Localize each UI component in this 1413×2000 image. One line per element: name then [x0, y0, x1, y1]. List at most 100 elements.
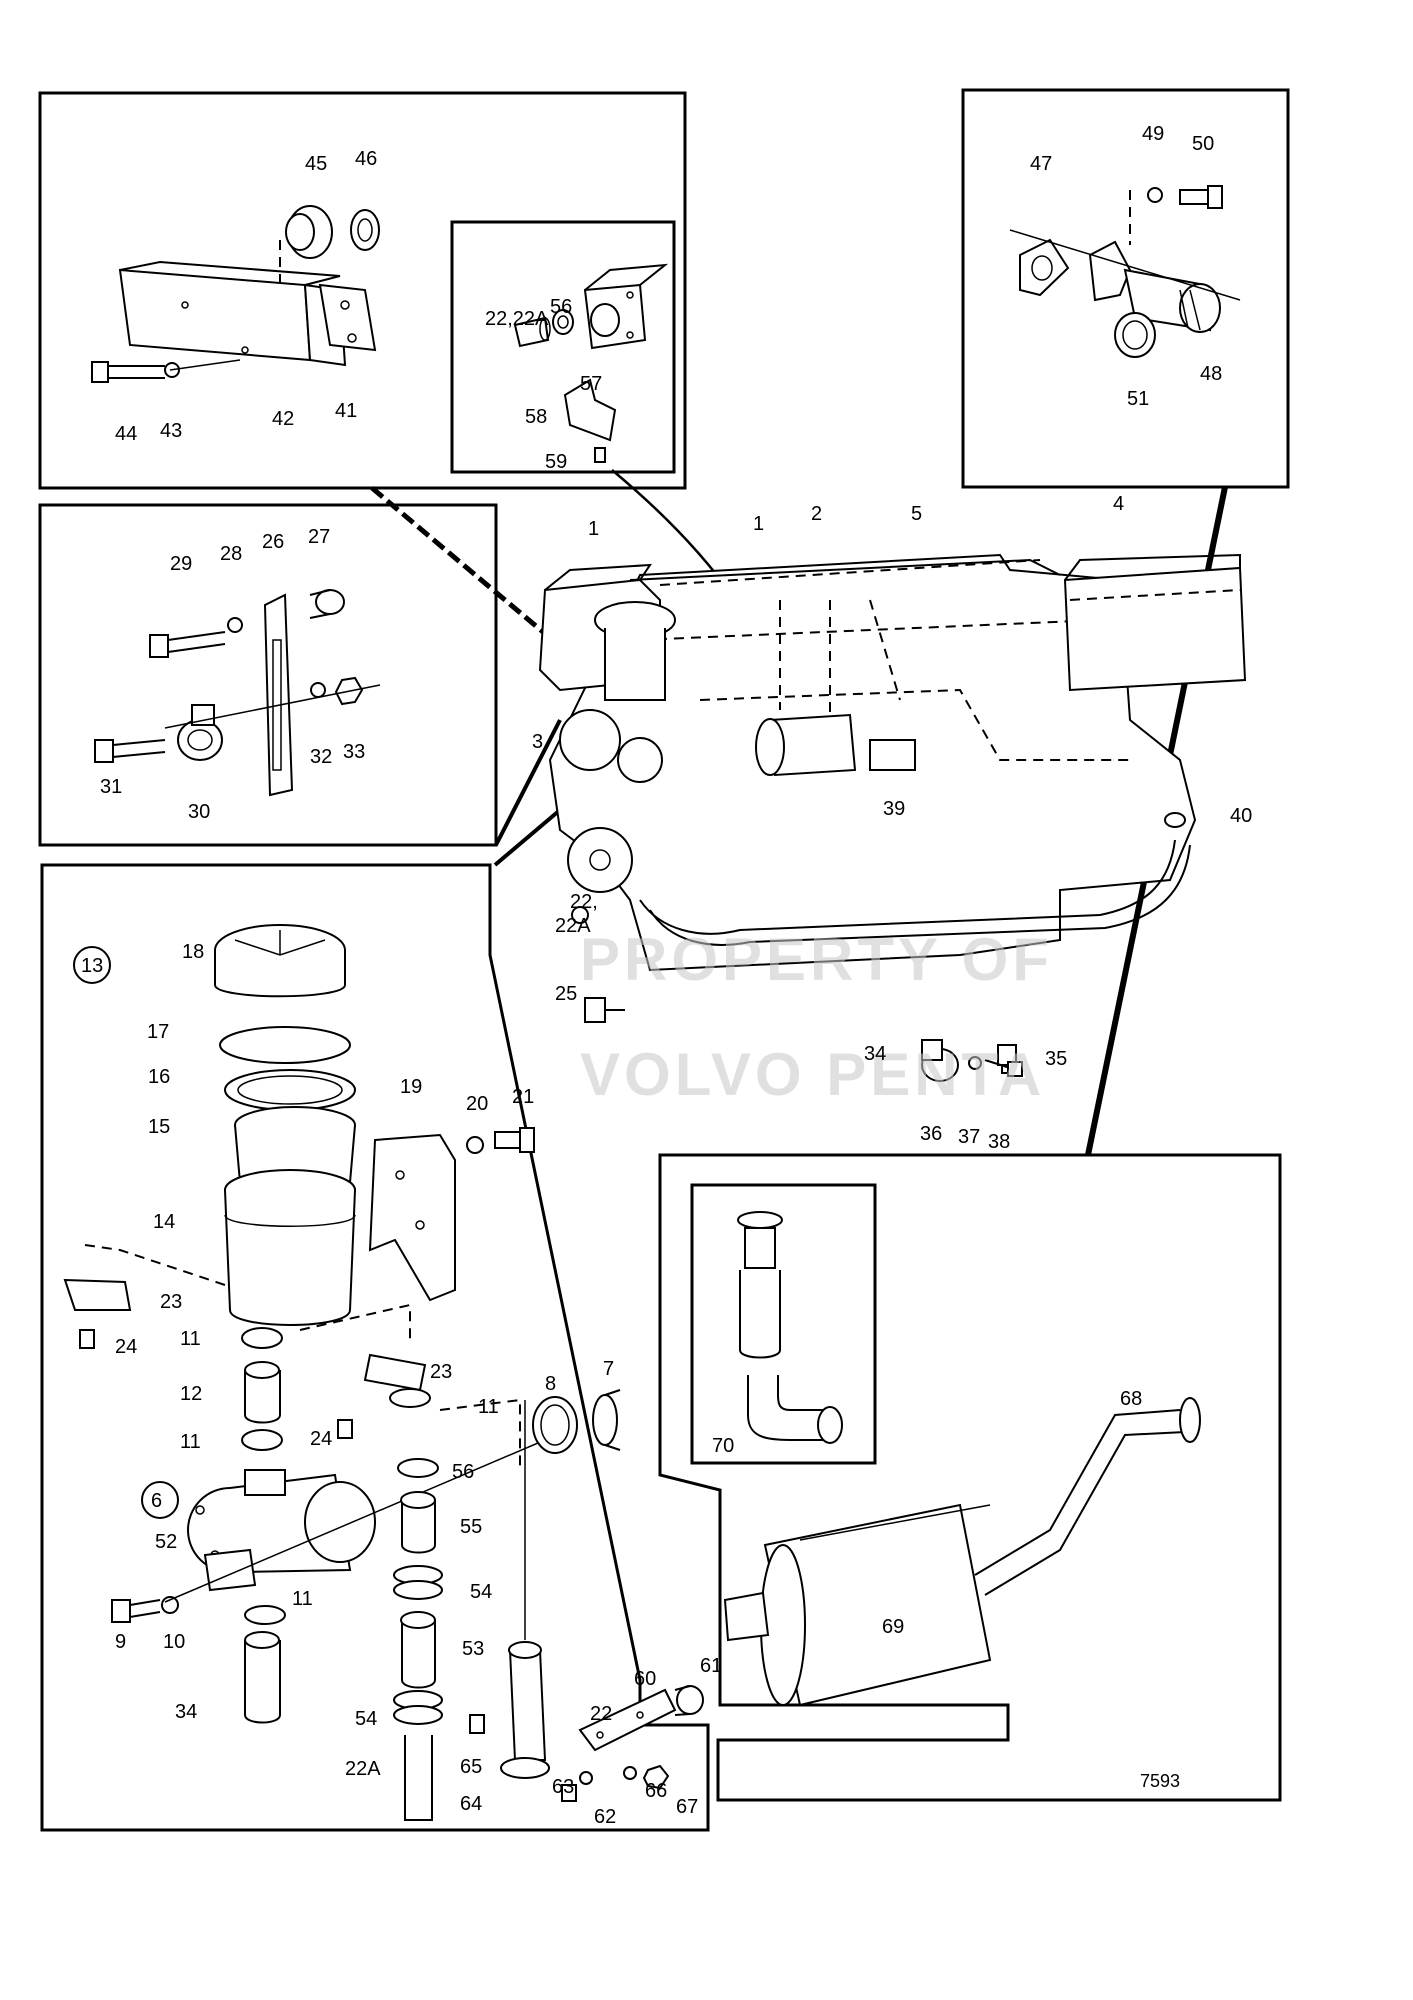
- washer-28: [227, 617, 243, 633]
- flange-plate-57: [583, 263, 669, 350]
- part-label-22a_top: 22,22A: [485, 308, 549, 330]
- part-label-60: 60: [634, 1668, 656, 1690]
- part-label-70: 70: [712, 1435, 734, 1457]
- bushing-45: [285, 205, 333, 259]
- bracket-19: [368, 1133, 456, 1302]
- clamp-64: [500, 1757, 550, 1779]
- part-label-59: 59: [545, 451, 567, 473]
- washer-63: [579, 1771, 593, 1785]
- nipple-12: [244, 1361, 281, 1424]
- part-label-36: 36: [920, 1123, 942, 1145]
- part-label-37: 37: [958, 1126, 980, 1148]
- part-label-11a: 11: [180, 1328, 201, 1350]
- hose-22-inset: [513, 316, 551, 348]
- part-label-5: 5: [911, 503, 922, 525]
- part-label-50: 50: [1192, 133, 1214, 155]
- screw-44: [91, 361, 165, 383]
- part-label-27: 27: [308, 526, 330, 548]
- part-label-32: 32: [310, 746, 332, 768]
- bracket-26: [263, 593, 294, 797]
- part-label-64: 64: [460, 1793, 482, 1815]
- seal-11d: [244, 1605, 286, 1625]
- part-label-54a: 54: [470, 1581, 492, 1603]
- hose-fitting-70: [737, 1211, 843, 1444]
- part-label-52: 52: [155, 1531, 177, 1553]
- ring-16: [224, 1069, 356, 1111]
- filter-housing-14: [224, 1169, 356, 1326]
- link-line-d: [494, 719, 562, 846]
- bracket-58: [563, 378, 617, 442]
- valve-25: [584, 997, 625, 1023]
- part-label-68: 68: [1120, 1388, 1142, 1410]
- part-label-14: 14: [153, 1211, 175, 1233]
- flame-guard-cover-42: [118, 260, 347, 367]
- washer-20: [466, 1136, 484, 1154]
- part-label-17: 17: [147, 1021, 169, 1043]
- part-label-54b: 54: [355, 1708, 377, 1730]
- part-label-41: 41: [335, 400, 357, 422]
- washer-37: [968, 1056, 982, 1070]
- part-label-26: 26: [262, 531, 284, 553]
- watermark-line1: PROPERTY OF: [580, 926, 1053, 993]
- hose-clamps-54a: [393, 1565, 443, 1600]
- screw-24a: [79, 1329, 95, 1349]
- cover-7: [592, 1389, 621, 1451]
- dashed-guide-11c: [439, 1398, 521, 1470]
- muffler-69: [723, 1503, 992, 1707]
- bracket-60: [578, 1688, 677, 1752]
- bracket-23b: [363, 1353, 427, 1392]
- spacer-27: [309, 589, 345, 619]
- part-label-69: 69: [882, 1616, 904, 1638]
- part-label-18: 18: [182, 941, 204, 963]
- part-label-49: 49: [1142, 123, 1164, 145]
- part-label-33: 33: [343, 741, 365, 763]
- part-label-7: 7: [603, 1358, 614, 1380]
- axis-line-mid: [164, 684, 381, 729]
- part-label-22Ab: 22A: [345, 1758, 381, 1780]
- part-label-25: 25: [555, 983, 577, 1005]
- gasket-41: [318, 283, 377, 352]
- fuel-line-34-engine: [639, 839, 1191, 946]
- part-label-4: 4: [1113, 493, 1124, 515]
- part-label-2: 2: [811, 503, 822, 525]
- pulley-3: [559, 709, 663, 893]
- part-label-48: 48: [1200, 363, 1222, 385]
- part-label-65: 65: [460, 1756, 482, 1778]
- part-label-44: 44: [115, 423, 137, 445]
- dashed-guide-23a: [84, 1244, 226, 1286]
- gasket-8: [532, 1396, 578, 1454]
- panel-mid-left: [38, 503, 498, 847]
- part-label-62: 62: [594, 1806, 616, 1828]
- part-label-66: 66: [645, 1780, 667, 1802]
- part-label-21: 21: [512, 1086, 534, 1108]
- callout-circle-6: [141, 1481, 179, 1519]
- part-label-40: 40: [1230, 805, 1252, 827]
- panel-top-right: [961, 88, 1290, 489]
- gasket-17: [219, 1026, 351, 1064]
- part-label-9: 9: [115, 1631, 126, 1653]
- part-label-58: 58: [525, 406, 547, 428]
- dashed-guide-23b: [299, 1303, 411, 1345]
- watermark-line2: VOLVO PENTA: [580, 1041, 1045, 1108]
- part-label-19: 19: [400, 1076, 422, 1098]
- part-label-31: 31: [100, 776, 122, 798]
- part-label-22Am: 22A: [555, 915, 591, 937]
- screw-38: [984, 1059, 1023, 1077]
- filter-cap-18: [214, 924, 346, 998]
- part-label-55: 55: [460, 1516, 482, 1538]
- pipe-flange-48: [1088, 240, 1221, 333]
- screw-21: [494, 1127, 535, 1153]
- screw-24b: [337, 1419, 353, 1439]
- part-label-30: 30: [188, 801, 210, 823]
- part-label-53: 53: [462, 1638, 484, 1660]
- filter-cap-engine: [594, 601, 676, 701]
- axis-line-48: [1009, 229, 1241, 301]
- part-label-42: 42: [272, 408, 294, 430]
- panel-exhaust-inset: [690, 1183, 877, 1465]
- part-label-8: 8: [545, 1373, 556, 1395]
- plug-block-39: [869, 739, 916, 771]
- spacer-61: [674, 1685, 704, 1716]
- hose-clamps-54b: [393, 1690, 443, 1725]
- part-label-29: 29: [170, 553, 192, 575]
